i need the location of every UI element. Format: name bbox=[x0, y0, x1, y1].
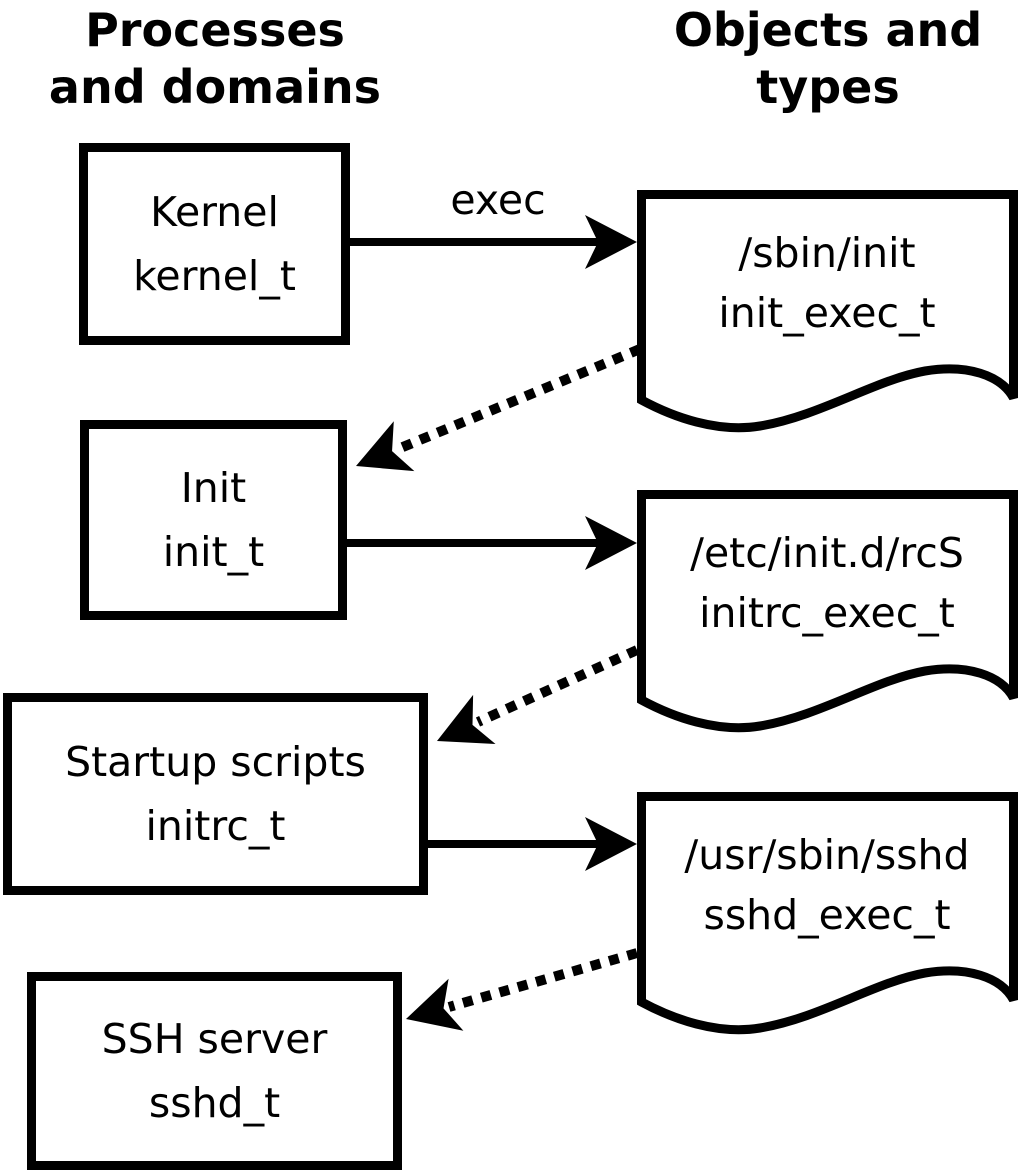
process-name: Init bbox=[180, 464, 247, 512]
object-path: /usr/sbin/sshd bbox=[684, 830, 970, 879]
process-domain-type: initrc_t bbox=[145, 802, 286, 850]
process-domain-type: sshd_t bbox=[148, 1079, 281, 1127]
column-heading-processes: Processes and domains bbox=[48, 3, 382, 114]
process-box-ssh-server: SSH server sshd_t bbox=[27, 972, 402, 1170]
process-box-startup-scripts: Startup scripts initrc_t bbox=[3, 693, 428, 895]
exec-arrow-label: exec bbox=[450, 176, 546, 224]
object-file-type: initrc_exec_t bbox=[699, 588, 955, 637]
exec-arrow-init-to-rcs bbox=[347, 516, 637, 570]
process-box-kernel: Kernel kernel_t bbox=[79, 143, 350, 345]
object-file-type: sshd_exec_t bbox=[703, 890, 951, 939]
process-domain-type: init_t bbox=[162, 528, 265, 576]
arrow-head-icon bbox=[437, 694, 496, 745]
process-box-init: Init init_t bbox=[80, 420, 347, 620]
process-name: Kernel bbox=[150, 188, 279, 236]
object-file-type: init_exec_t bbox=[718, 288, 936, 337]
transition-arrow-rcs-to-startup bbox=[437, 645, 640, 745]
process-name: Startup scripts bbox=[65, 738, 366, 786]
transition-arrow-sshd-exec-to-sshd bbox=[406, 948, 639, 1031]
arrow-head-icon bbox=[585, 516, 637, 570]
document-shape-etc-initd-rcs bbox=[637, 490, 1018, 733]
arrow-head-icon bbox=[356, 421, 415, 472]
object-path: /etc/init.d/rcS bbox=[690, 528, 964, 577]
arrow-head-icon bbox=[585, 215, 637, 269]
process-name: SSH server bbox=[101, 1015, 328, 1063]
object-path: /sbin/init bbox=[738, 228, 916, 277]
object-doc-etc-initd-rcs: /etc/init.d/rcS initrc_exec_t bbox=[637, 490, 1017, 675]
transition-arrow-sbin-init-to-init bbox=[356, 344, 642, 472]
object-doc-usr-sbin-sshd: /usr/sbin/sshd sshd_exec_t bbox=[637, 792, 1017, 977]
arrow-head-icon bbox=[406, 978, 464, 1031]
process-domain-type: kernel_t bbox=[133, 252, 296, 300]
object-doc-sbin-init: /sbin/init init_exec_t bbox=[637, 190, 1017, 375]
exec-arrow-kernel-to-sbin-init bbox=[350, 215, 637, 269]
document-shape-sbin-init bbox=[637, 190, 1018, 433]
column-heading-objects: Objects and types bbox=[673, 3, 983, 114]
exec-arrow-startup-to-sshd bbox=[428, 817, 637, 871]
document-shape-usr-sbin-sshd bbox=[637, 792, 1018, 1035]
arrow-head-icon bbox=[585, 817, 637, 871]
